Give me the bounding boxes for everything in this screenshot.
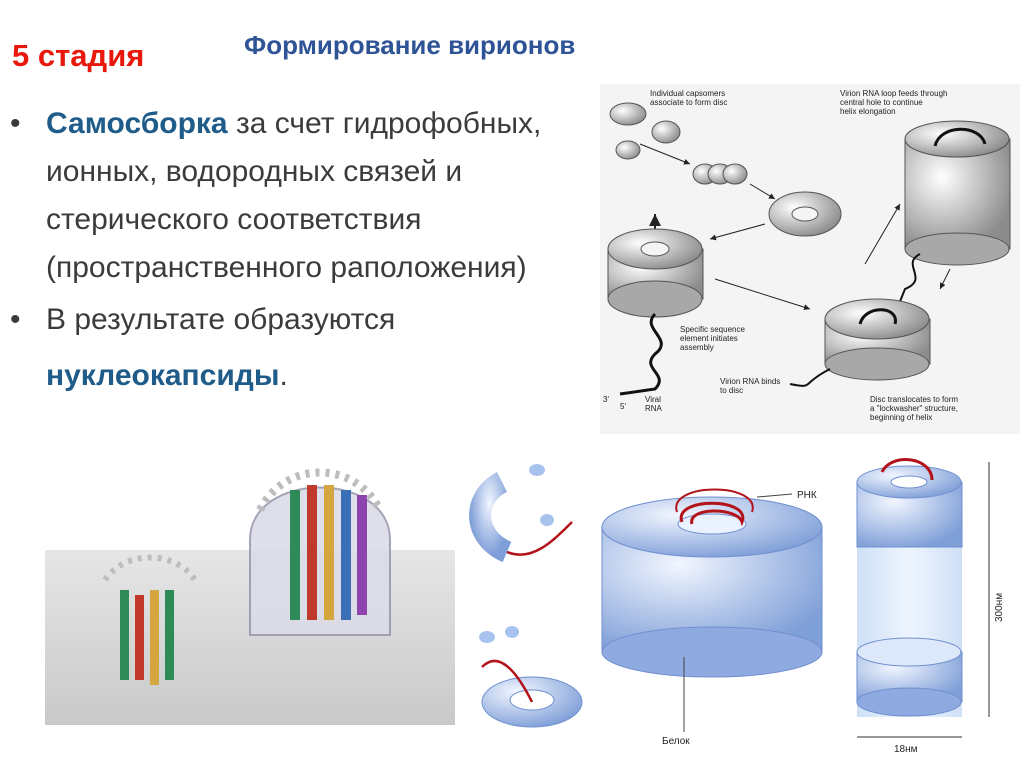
bullet-text: за счет гидрофобных, <box>228 107 542 140</box>
label-lockwasher: Disc translocates to form <box>870 395 958 404</box>
capsomer-arc-top <box>480 464 572 555</box>
label-width: 18нм <box>894 744 918 755</box>
label-binds-2: to disc <box>720 386 743 395</box>
label-loop-3: helix elongation <box>840 107 896 116</box>
label-specific-3: assembly <box>680 343 714 352</box>
double-disc <box>608 229 703 317</box>
bullet-period: . <box>279 359 287 392</box>
capsid-tube <box>857 460 962 717</box>
disc-ring <box>769 192 841 236</box>
bullet-dot-icon: • <box>10 100 21 148</box>
slide-title: Формирование вирионов <box>244 30 575 61</box>
helix-stack <box>905 121 1010 265</box>
bullet-dot-icon: • <box>10 296 21 344</box>
bullet-item-self-assembly: • Самосборка за счет гидрофобных, <box>10 100 610 148</box>
label-viral: Viral <box>645 395 661 404</box>
label-rna: RNA <box>645 404 663 413</box>
label-loop: Virion RNA loop feeds through <box>840 89 947 98</box>
bullet-item-result: • В результате образуются <box>10 296 610 344</box>
label-specific: Specific sequence <box>680 325 745 334</box>
bullet-line: ионных, водородных связей и <box>10 148 610 196</box>
label-protein: Белок <box>662 736 690 747</box>
stage-label: 5 стадия <box>12 38 144 74</box>
label-3prime: 3' <box>603 395 609 404</box>
label-loop-2: central hole to continue <box>840 98 923 107</box>
label-rna: РНК <box>797 490 817 501</box>
label-lockwasher-3: beginning of helix <box>870 413 932 422</box>
keyword-nucleocapsids: нуклеокапсиды <box>46 359 279 392</box>
keyword-self-assembly: Самосборка <box>46 107 228 140</box>
label-specific-2: element initiates <box>680 334 738 343</box>
label-5prime: 5' <box>620 402 626 411</box>
capsomer-ring-bottom <box>479 626 582 727</box>
label-capsomers-2: associate to form disc <box>650 98 727 107</box>
bullet-line: стерического соответствия <box>10 196 610 244</box>
bullet-line: нуклеокапсиды. <box>10 352 610 400</box>
capsid-disc-stack <box>602 490 822 678</box>
bullet-text: В результате образуются <box>46 303 395 336</box>
tmv-capsid-model: РНК Белок 300нм 18нм <box>462 452 1017 757</box>
bullet-list: • Самосборка за счет гидрофобных, ионных… <box>10 100 610 400</box>
lockwasher-disc <box>825 299 930 380</box>
virion-3d-illustration <box>45 450 455 725</box>
label-length: 300нм <box>994 593 1005 622</box>
tmv-assembly-diagram: Individual capsomers associate to form d… <box>600 84 1020 434</box>
bullet-line: (пространственного раположения) <box>10 244 610 292</box>
label-capsomers: Individual capsomers <box>650 89 725 98</box>
label-binds: Virion RNA binds <box>720 377 780 386</box>
label-lockwasher-2: a "lockwasher" structure, <box>870 404 958 413</box>
enveloped-virion <box>250 473 390 636</box>
